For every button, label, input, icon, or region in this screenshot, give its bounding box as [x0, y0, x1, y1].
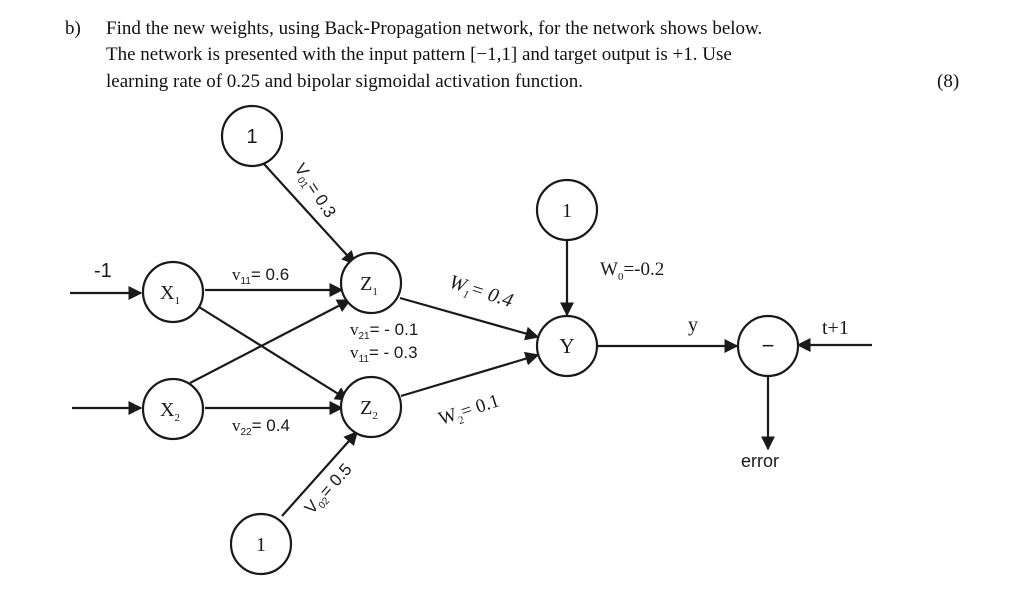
weight-w0-label: W0=-0.2 — [600, 259, 664, 283]
svg-text:−: − — [762, 333, 775, 358]
svg-text:1: 1 — [256, 534, 266, 556]
input-1-label: -1 — [94, 260, 112, 282]
question-marks: (8) — [937, 71, 960, 92]
weight-v01-label: V01= 0.3 — [288, 160, 340, 223]
question-line-1: Find the new weights, using Back-Propaga… — [106, 18, 763, 39]
weight-w2-label: W2= 0.1 — [436, 390, 503, 432]
weight-v21-label: v21= - 0.1 — [350, 320, 418, 342]
weight-v22-label: v22= 0.4 — [232, 416, 290, 438]
bias-node-right: 1 — [535, 178, 599, 242]
question-label: b) — [65, 18, 81, 39]
input-node-x1: X1 — [141, 260, 205, 324]
svg-text:Y: Y — [559, 334, 574, 358]
weight-v11b-label: v11= - 0.3 — [350, 343, 418, 365]
svg-text:1: 1 — [246, 126, 257, 148]
edge-bias-top-z1 — [263, 163, 356, 266]
edge-z1-y — [399, 296, 540, 341]
hidden-node-z1: Z1 — [339, 251, 403, 315]
svg-text:Z2: Z2 — [360, 397, 378, 422]
error-node-minus: − — [736, 314, 800, 378]
weight-v11-label: v11= 0.6 — [232, 265, 289, 287]
hidden-node-z2: Z2 — [339, 375, 403, 439]
weight-v02-label: V02= 0.5 — [301, 460, 358, 520]
edge-x1-z2 — [198, 306, 350, 401]
svg-text:X2: X2 — [160, 399, 180, 424]
input-node-x2: X2 — [141, 377, 205, 441]
target-label: t+1 — [822, 317, 849, 339]
weight-w1-label: W1= 0.4 — [446, 271, 516, 315]
svg-text:1: 1 — [562, 200, 572, 222]
edge-x2-z1 — [189, 299, 352, 384]
output-y-label: y — [688, 314, 698, 336]
question-line-2: The network is presented with the input … — [106, 44, 732, 65]
error-label: error — [741, 451, 779, 471]
output-node-y: Y — [535, 314, 599, 378]
question-line-3: learning rate of 0.25 and bipolar sigmoi… — [106, 71, 583, 92]
bias-node-top: 1 — [220, 104, 284, 168]
edge-bias-bottom-z2 — [281, 430, 358, 517]
svg-text:X1: X1 — [160, 282, 180, 307]
edge-z2-y — [400, 351, 540, 398]
bias-node-bottom: 1 — [229, 512, 293, 576]
svg-text:Z1: Z1 — [360, 273, 378, 298]
question-text: b) Find the new weights, using Back-Prop… — [0, 0, 1013, 110]
